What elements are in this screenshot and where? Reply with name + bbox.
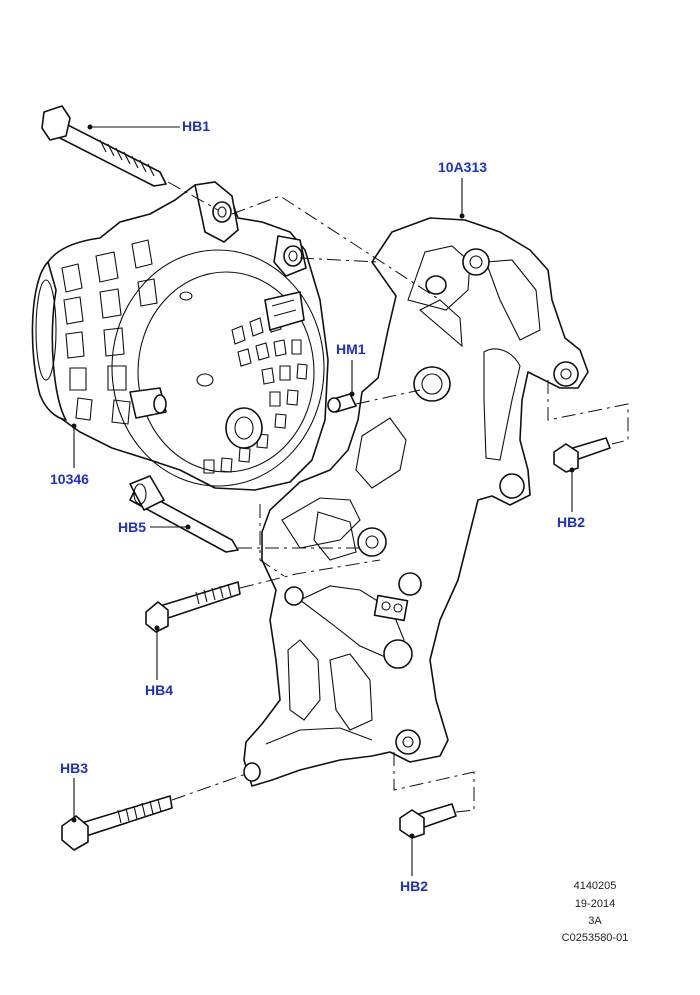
nut-hm1 bbox=[327, 393, 357, 413]
callout-alternator-10346: 10346 bbox=[50, 471, 89, 487]
callout-hm1: HM1 bbox=[336, 341, 366, 357]
callout-hb5: HB5 bbox=[118, 519, 147, 535]
callout-hb2-upper: HB2 bbox=[557, 514, 586, 530]
leader-lines bbox=[71, 124, 575, 876]
bolt-hb3 bbox=[61, 795, 173, 851]
stamp-line-1: 4140205 bbox=[573, 880, 617, 892]
bolt-hb4 bbox=[145, 581, 241, 633]
alignment-lines bbox=[167, 181, 629, 813]
alternator-part bbox=[31, 181, 329, 491]
mounting-bracket-part bbox=[243, 217, 589, 787]
callout-bracket-10a313: 10A313 bbox=[438, 159, 488, 175]
callout-hb1: HB1 bbox=[182, 118, 211, 134]
stamp-line-3: 3A bbox=[588, 915, 602, 927]
callout-hb4: HB4 bbox=[145, 682, 174, 698]
stamp-line-2: 19-2014 bbox=[574, 898, 616, 910]
callout-hb2-lower: HB2 bbox=[400, 878, 429, 894]
bolt-hb2-upper bbox=[553, 437, 611, 473]
stamp-line-4: C0253580-01 bbox=[561, 932, 629, 944]
callout-hb3: HB3 bbox=[60, 760, 89, 776]
bolt-hb2-lower bbox=[399, 803, 457, 839]
bolt-hb1 bbox=[41, 105, 167, 187]
bolt-hb5 bbox=[129, 475, 239, 553]
